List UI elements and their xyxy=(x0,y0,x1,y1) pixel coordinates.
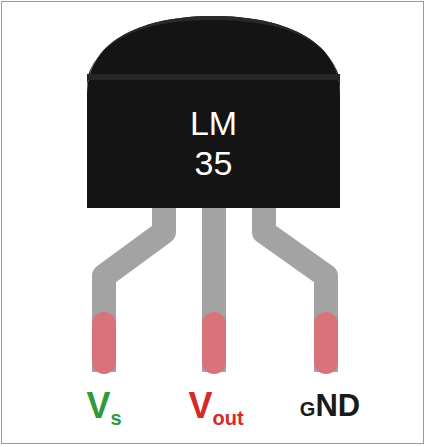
vs-tip xyxy=(92,312,116,374)
pin-name: Vs xyxy=(86,386,121,438)
pin-name: GND xyxy=(300,386,360,429)
sensor-body: LM 35 xyxy=(87,16,340,208)
gnd-tip xyxy=(314,312,338,374)
vout-tip xyxy=(202,312,226,374)
part-name: LM 35 xyxy=(174,103,254,183)
pin-name: Vout xyxy=(188,386,243,438)
